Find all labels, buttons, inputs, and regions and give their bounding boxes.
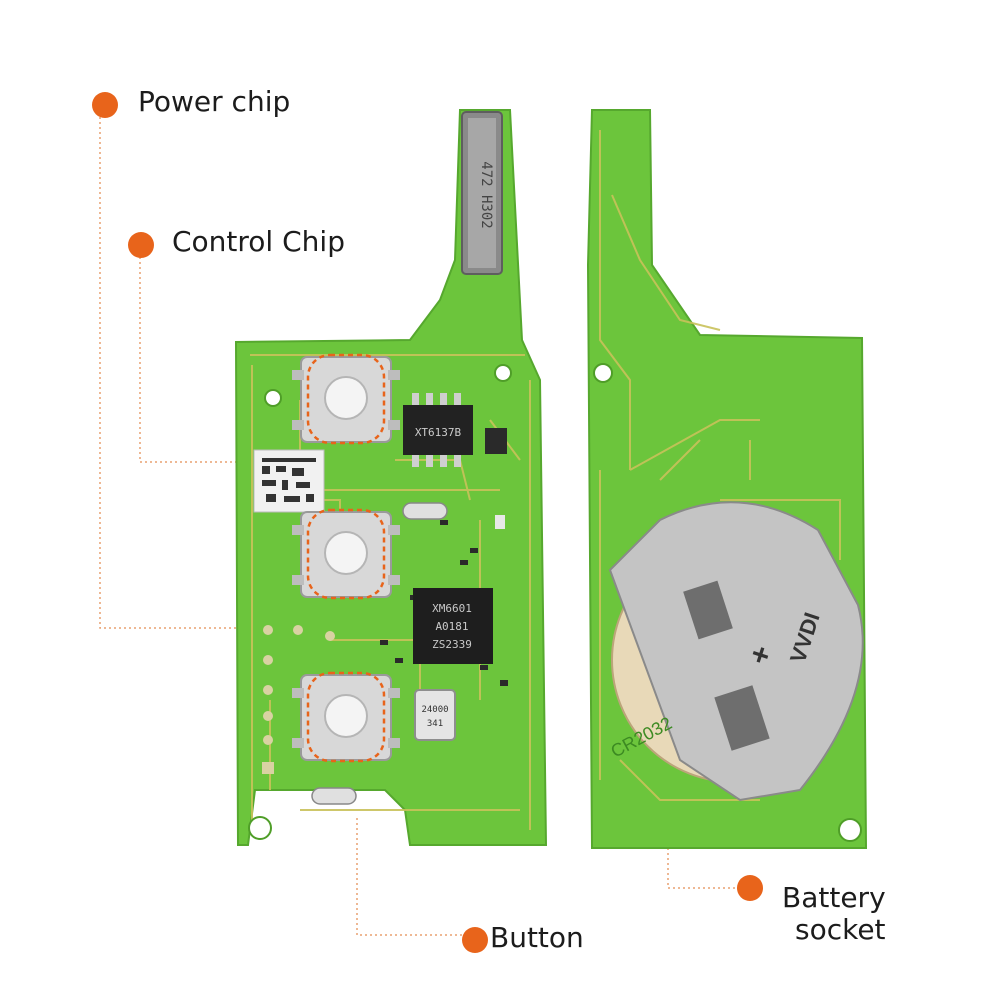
pcb-front-traces: [250, 354, 531, 830]
connector-code-text: 472 H302: [478, 161, 494, 228]
button-label: Button: [490, 921, 584, 954]
mount-hole: [494, 364, 512, 382]
battery-socket: VVDI +: [608, 501, 864, 802]
mount-hole: [248, 816, 272, 840]
pcb-back: VVDI + CR2032: [586, 109, 868, 849]
test-pads: [262, 625, 335, 774]
battery-socket-dot: [737, 875, 763, 901]
chip1-text: XT6137B: [415, 426, 462, 439]
mount-hole: [593, 363, 613, 383]
button-middle: [292, 508, 400, 600]
control-chip-label: Control Chip: [172, 225, 345, 258]
mount-hole: [264, 389, 282, 407]
chip-xm6601: XM6601 A0181 ZS2339: [413, 588, 493, 664]
button-dot: [462, 927, 488, 953]
leader-button: [356, 818, 465, 936]
power-chip-dot: [92, 92, 118, 118]
power-chip-label: Power chip: [138, 85, 291, 118]
chip2-text-line1: XM6601: [432, 602, 472, 615]
mount-hole: [838, 818, 862, 842]
leader-power-chip: [99, 112, 262, 629]
crystal-24000: 24000 341: [414, 689, 456, 741]
battery-socket-label-line2: socket: [795, 913, 886, 946]
chip-xt6137b: XT6137B: [403, 393, 473, 467]
chip2-text-line3: ZS2339: [432, 638, 472, 651]
pcb-back-traces: [599, 130, 841, 801]
chip2-text-line2: A0181: [435, 620, 468, 633]
control-chip-dot: [128, 232, 154, 258]
battery-socket-label-line1: Battery: [782, 881, 886, 914]
crystal-text-line1: 24000: [421, 705, 448, 715]
crystal-small-1: [402, 502, 448, 520]
button-top: [292, 353, 400, 445]
small-components: [380, 428, 508, 686]
crystal-text-line2: 341: [427, 719, 443, 729]
button-bottom: [292, 671, 400, 763]
pcb-front: 472 H302: [234, 109, 548, 846]
crystal-small-2: [311, 787, 357, 805]
